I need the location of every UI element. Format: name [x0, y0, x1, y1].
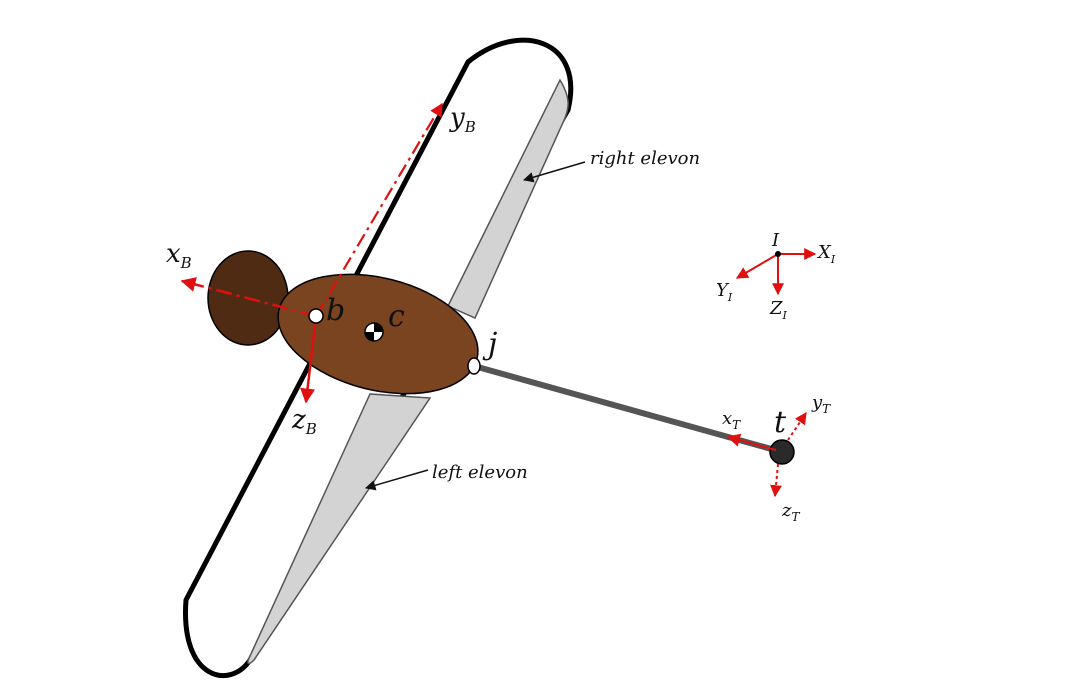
- body-origin-label: b: [326, 293, 345, 328]
- tether-end-marker: [769, 439, 795, 465]
- inertial-x-axis-label: XI: [816, 242, 836, 266]
- tether-frame-axes: [726, 412, 807, 498]
- tether-y-axis-line: [787, 412, 807, 441]
- inertial-z-axis-label: ZI: [769, 298, 788, 322]
- tether-x-axis-line: [726, 433, 777, 452]
- body-z-axis-label: zB: [291, 405, 317, 438]
- right-elevon-label: right elevon: [590, 148, 700, 169]
- left-elevon-leader: [364, 469, 429, 491]
- inertial-origin-label: I: [771, 230, 780, 251]
- tether-x-axis-label: xT: [722, 408, 741, 432]
- tether-z-axis-line: [770, 463, 782, 498]
- tether-joint-marker: [467, 357, 481, 375]
- body-frame-axes: [180, 102, 443, 404]
- left-elevon-label: left elevon: [432, 462, 528, 483]
- inertial-y-axis-label: YI: [716, 280, 733, 304]
- body-x-axis-label: xB: [166, 239, 192, 272]
- center-of-mass-label: c: [388, 299, 405, 334]
- body-z-axis-line: [300, 315, 318, 404]
- inertial-origin-marker: [775, 251, 781, 257]
- body-x-axis-line: [180, 277, 317, 318]
- body-origin-marker: [308, 308, 324, 324]
- body-y-axis-label: yB: [449, 103, 476, 136]
- tether-y-axis-label: yT: [811, 392, 831, 416]
- inertial-y-axis-line: [735, 253, 779, 279]
- tether-z-axis-label: zT: [781, 500, 800, 524]
- inertial-frame-axes: [735, 248, 817, 296]
- left-elevon: [247, 393, 432, 665]
- right-elevon: [446, 78, 569, 319]
- tether-joint-label: j: [482, 327, 497, 362]
- right-elevon-leader: [522, 161, 586, 183]
- tether-end-label: t: [774, 405, 787, 440]
- center-of-mass-icon: [364, 322, 384, 342]
